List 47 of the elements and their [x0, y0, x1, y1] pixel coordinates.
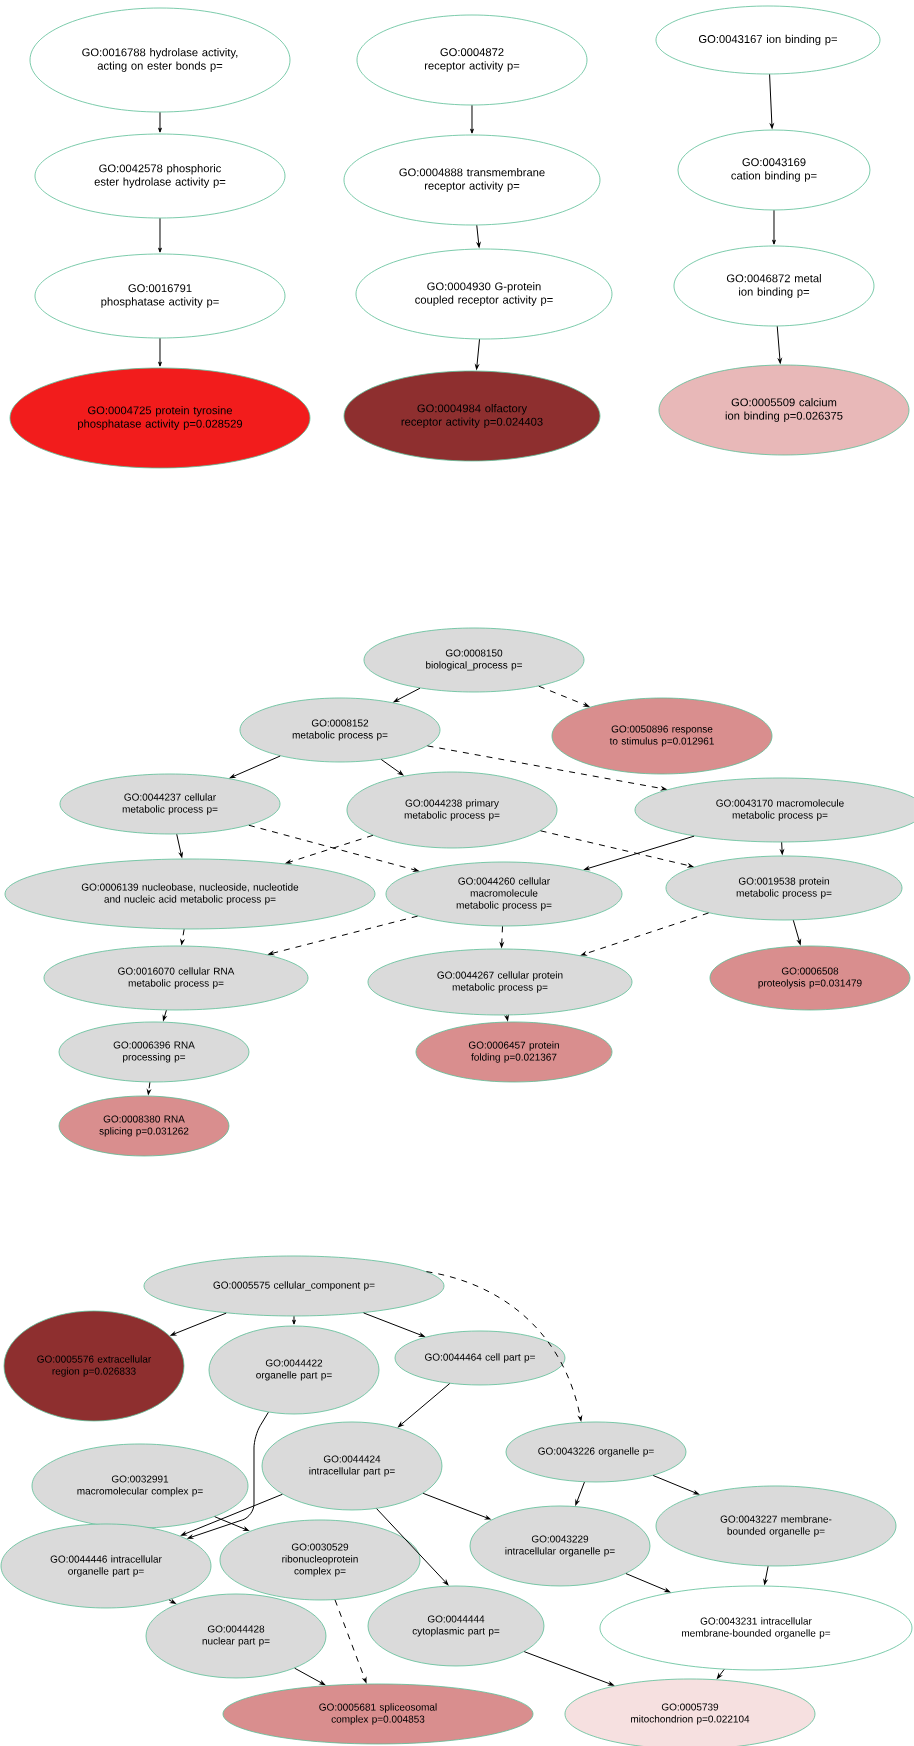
arrow [584, 835, 695, 871]
arrow [376, 1508, 449, 1586]
arrow [334, 1599, 367, 1683]
arrow [158, 217, 162, 253]
arrow [176, 833, 183, 858]
arrow [294, 1667, 326, 1686]
arrow [422, 1492, 491, 1520]
arrow [214, 1516, 249, 1532]
arrow [229, 755, 281, 779]
arrow [380, 759, 404, 776]
arrow [769, 73, 774, 129]
arrow [538, 685, 590, 707]
arrow [425, 1271, 583, 1422]
arrow [505, 1014, 509, 1021]
arrow [158, 337, 162, 367]
arrow [652, 1475, 699, 1495]
arrow [772, 209, 776, 245]
arrow [162, 1009, 167, 1021]
arrow [170, 1312, 227, 1336]
arrow [625, 1573, 671, 1593]
arrow [523, 1651, 614, 1686]
arrow [363, 1312, 425, 1337]
arrow [292, 1315, 296, 1325]
arrow [158, 111, 162, 133]
arrow [470, 104, 474, 134]
arrow [285, 834, 374, 864]
arrow [146, 1081, 151, 1095]
arrow [540, 830, 694, 868]
arrow [426, 745, 667, 791]
arrow [716, 1669, 725, 1679]
arrow [763, 1565, 769, 1585]
arrow [398, 1383, 451, 1428]
arrow [393, 687, 421, 703]
arrow [776, 325, 782, 364]
arrow [475, 338, 481, 370]
arrow [268, 915, 419, 956]
arrow [581, 912, 710, 956]
arrow [476, 224, 481, 248]
arrow [187, 1411, 269, 1539]
arrow [168, 1599, 176, 1604]
arrow [181, 1493, 283, 1536]
arrow [575, 1481, 585, 1506]
arrow [180, 928, 185, 945]
arrow [792, 919, 801, 945]
arrow [248, 824, 419, 872]
arrow [499, 925, 504, 948]
arrow [780, 841, 784, 855]
